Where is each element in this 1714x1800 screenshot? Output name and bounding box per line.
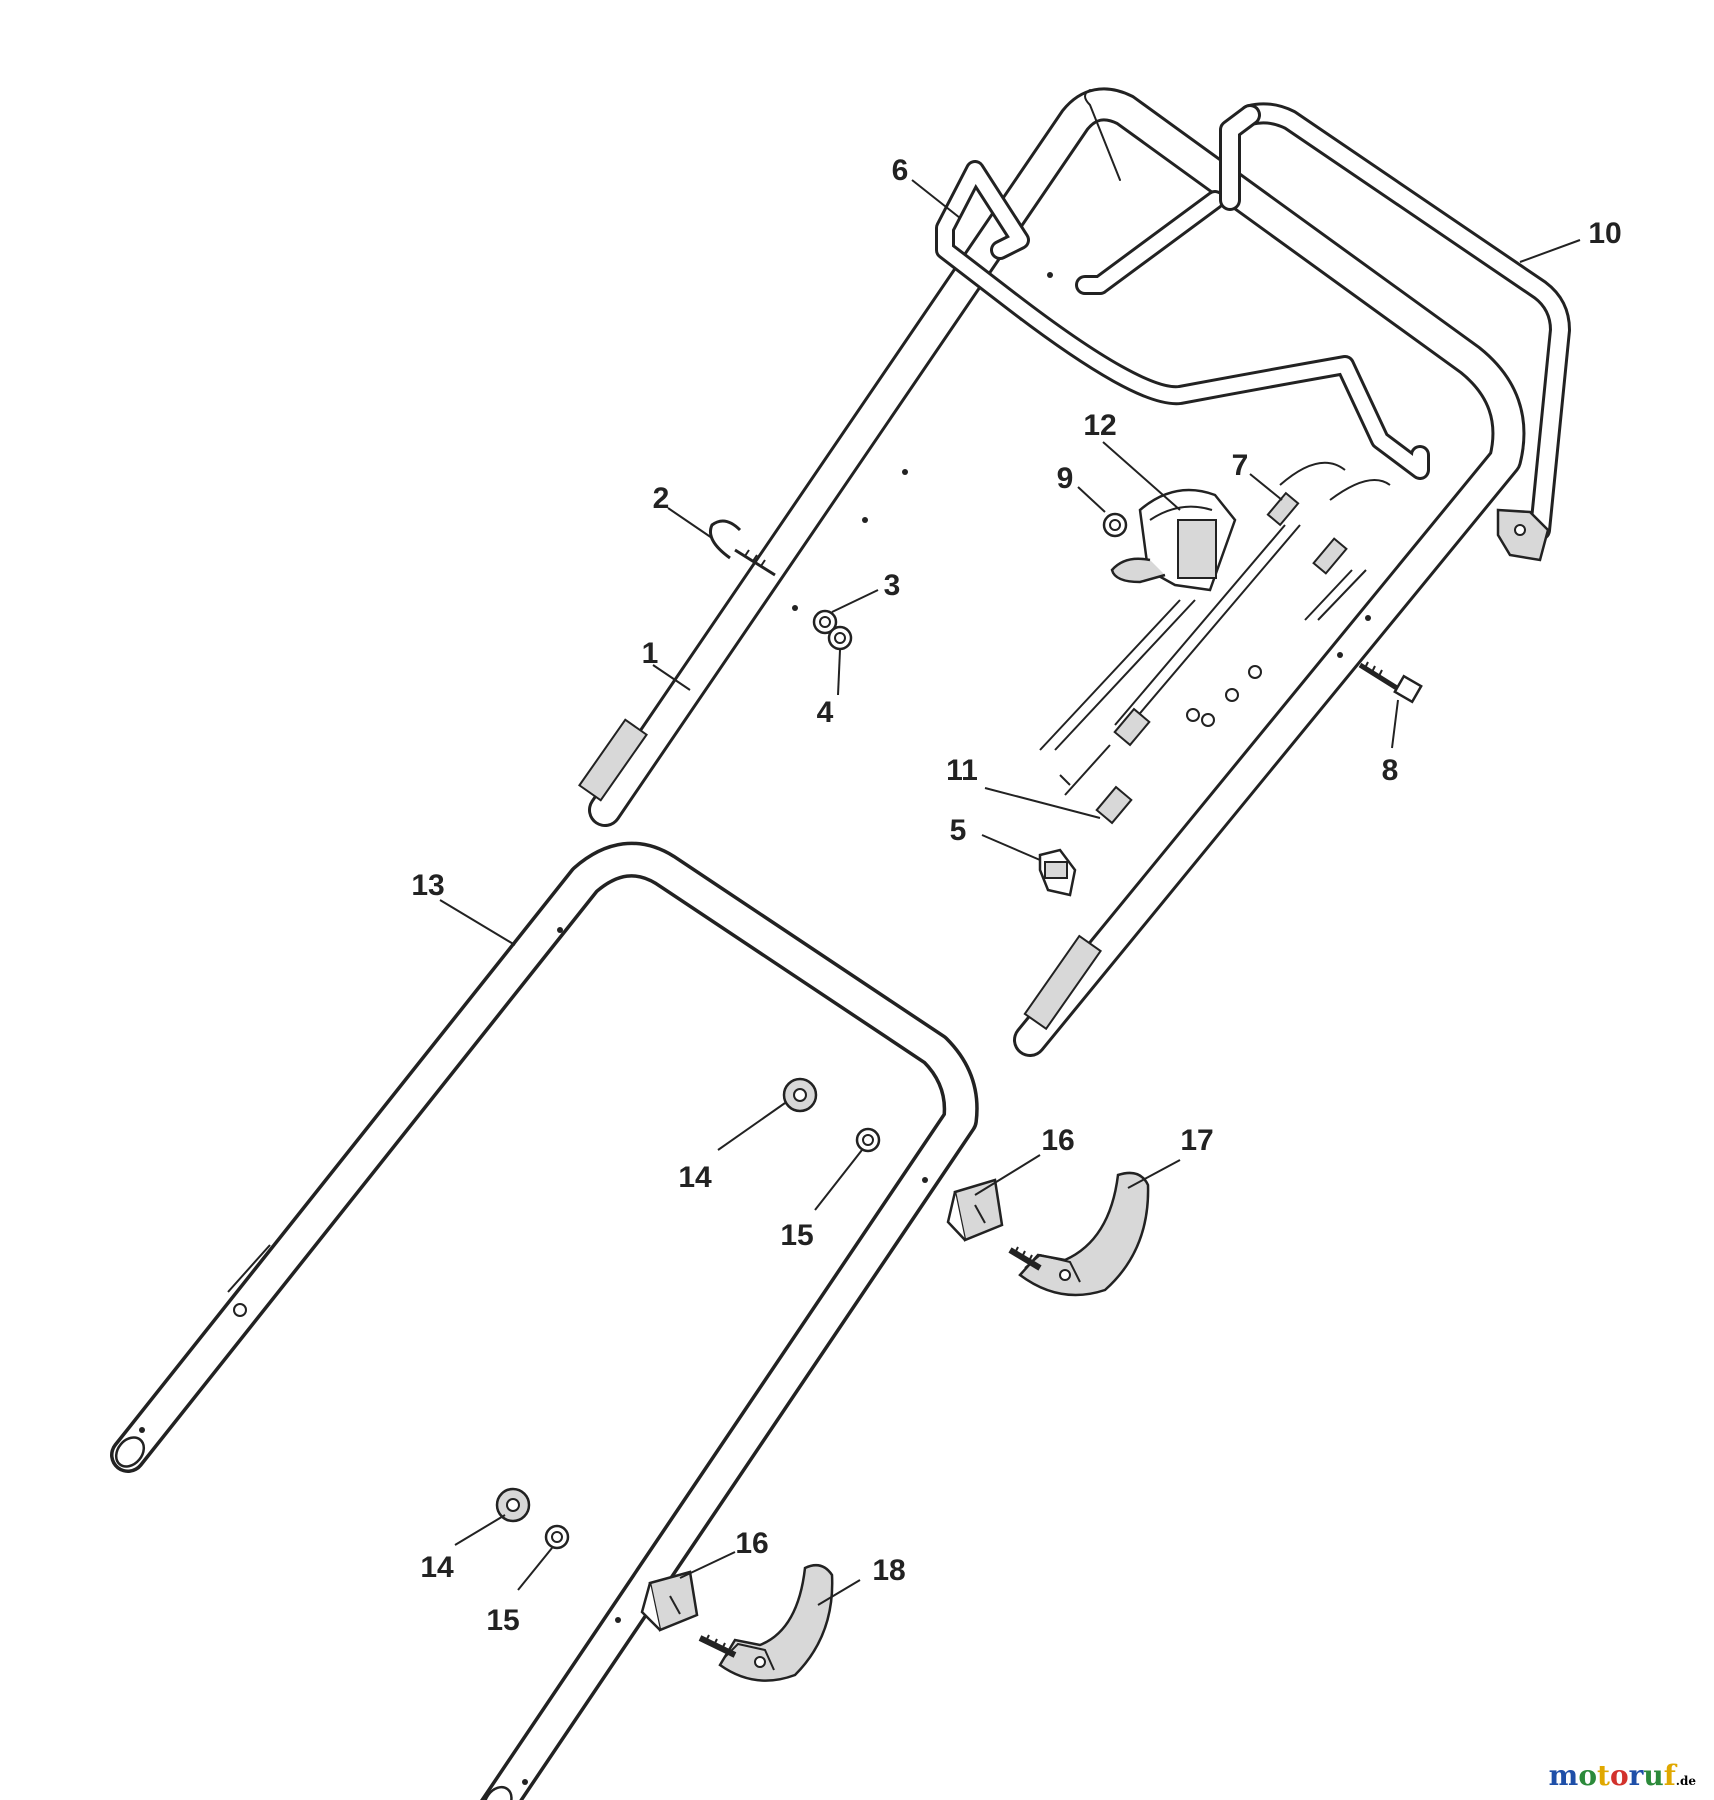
- label-part-15-lower: 15: [486, 1604, 519, 1637]
- label-part-7: 7: [1232, 449, 1249, 482]
- bail-bar-part-6: [935, 160, 1430, 480]
- spacer-part-16-lower: [640, 1570, 699, 1632]
- label-part-18: 18: [872, 1554, 905, 1587]
- label-part-14-upper: 14: [678, 1161, 712, 1194]
- leader-lines: [439, 179, 1581, 1606]
- label-part-12: 12: [1083, 409, 1116, 442]
- watermark-letter: o: [1609, 1759, 1629, 1792]
- bolt-part-8: [1358, 661, 1423, 704]
- part-labels: 6 10 12 9 7 2 3 4 1 8 11 5 13 14 15 16 1…: [411, 154, 1621, 1637]
- watermark-letter: u: [1643, 1759, 1664, 1792]
- control-cables-part-7-11: [1039, 461, 1391, 825]
- label-part-14-lower: 14: [420, 1551, 454, 1584]
- spacer-part-16-upper: [946, 1178, 1004, 1242]
- nut-part-4: [827, 625, 853, 651]
- label-part-2: 2: [653, 482, 670, 515]
- upper-handle-part-1: [578, 87, 1526, 1057]
- watermark-letter: m: [1548, 1759, 1579, 1792]
- nut-part-9: [1102, 512, 1128, 538]
- nut-part-15-upper: [855, 1127, 881, 1153]
- watermark-letter: t: [1597, 1759, 1610, 1792]
- label-part-11: 11: [946, 754, 978, 787]
- label-part-17: 17: [1180, 1124, 1213, 1157]
- label-part-1: 1: [642, 637, 659, 670]
- watermark-letter: r: [1628, 1759, 1644, 1792]
- watermark-name: motoruf: [1549, 1759, 1676, 1792]
- label-part-5: 5: [950, 814, 967, 847]
- star-washer-part-14-lower: [495, 1487, 531, 1523]
- label-part-15-upper: 15: [780, 1219, 813, 1252]
- label-part-3: 3: [884, 569, 901, 602]
- watermark-letter: o: [1578, 1759, 1597, 1792]
- label-part-16-lower: 16: [735, 1527, 768, 1560]
- eye-bolt-part-2: [709, 519, 776, 577]
- label-part-4: 4: [817, 696, 834, 729]
- throttle-control-part-12: [1110, 488, 1237, 592]
- cable-clip-part-5: [1038, 848, 1077, 897]
- label-part-16-upper: 16: [1041, 1124, 1074, 1157]
- label-part-8: 8: [1382, 754, 1399, 787]
- handle-knob-part-17: [1008, 1171, 1150, 1297]
- handle-knob-part-18: [698, 1563, 834, 1682]
- watermark-suffix: .de: [1675, 1774, 1696, 1788]
- label-part-13: 13: [411, 869, 444, 902]
- star-washer-part-14-upper: [782, 1077, 818, 1113]
- lower-handle-part-13: [110, 841, 979, 1800]
- watermark-letter: f: [1663, 1759, 1676, 1792]
- nut-part-15-lower: [544, 1524, 570, 1550]
- label-part-10: 10: [1588, 217, 1621, 250]
- watermark-logo: motoruf.de: [1549, 1759, 1696, 1792]
- safety-bail-part-10: [1219, 102, 1571, 562]
- label-part-9: 9: [1057, 462, 1074, 495]
- label-part-6: 6: [892, 154, 909, 187]
